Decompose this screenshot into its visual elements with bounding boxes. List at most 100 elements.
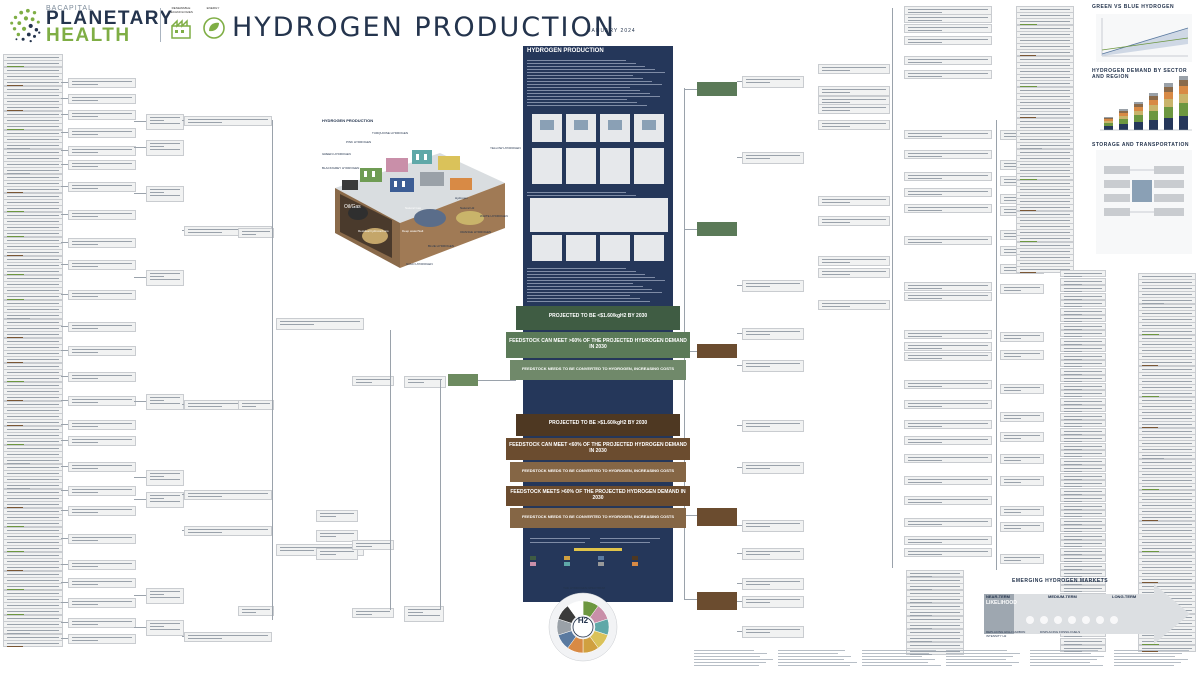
right-level4-box (904, 380, 992, 389)
term-long: LONG-TERM (1112, 594, 1137, 599)
right-level2-box (742, 578, 804, 590)
header-divider (160, 8, 161, 42)
energy-label: ENERGY (206, 6, 220, 10)
text-line (527, 72, 666, 73)
footnote-line (694, 653, 767, 654)
demand-bar-segment (1149, 100, 1158, 105)
right-mid-leaf-box (1060, 420, 1106, 427)
footnote-line (778, 665, 850, 666)
right-mid-leaf-box (1060, 367, 1106, 375)
right-level5-box (1000, 350, 1044, 360)
right-leaf-box (1138, 644, 1196, 652)
connector-line (61, 264, 68, 265)
text-line (527, 69, 656, 70)
demand-bar-segment (1119, 119, 1128, 124)
footnote-line (778, 656, 851, 657)
left-level5-box (238, 400, 274, 410)
process-diagram-2 (530, 198, 668, 232)
right-level2-box (742, 76, 804, 88)
left-level2-box (68, 560, 136, 570)
text-line (527, 280, 666, 281)
brand-line2: HEALTH (46, 25, 131, 46)
central-lower-text (527, 266, 668, 302)
right-mid-leaf-box (1060, 300, 1106, 307)
right-mid-leaf-box (1060, 585, 1106, 592)
demand-bar-segment (1119, 113, 1128, 116)
footnote-line (778, 662, 857, 663)
connector-line (61, 294, 68, 295)
demand-bar-segment (1164, 87, 1173, 92)
demand-bar-segment (1179, 86, 1188, 94)
central-title: HYDROGEN PRODUCTION (527, 48, 604, 54)
right-level4-box (904, 204, 992, 213)
process-diagram-1 (530, 112, 668, 186)
green-band-feedstock-headline: FEEDSTOCK CAN MEET >60% OF THE PROJECTED… (509, 338, 687, 350)
demand-bar-segment (1149, 111, 1158, 120)
right-mid-leaf-box (1060, 547, 1106, 555)
connector-line (134, 627, 146, 628)
footnote-line (862, 656, 922, 657)
footnote-line (862, 665, 941, 666)
left-level2-box (68, 322, 136, 332)
connector-line (737, 81, 742, 82)
right-mid-leaf-box (1060, 270, 1106, 277)
spectrum-slice (567, 600, 584, 618)
connector-line (61, 424, 68, 425)
right-level5-box (1000, 554, 1044, 564)
text-line (527, 66, 646, 67)
left-level3-box (146, 394, 184, 410)
label-black-grey: BLACK/GREY HYDROGEN (322, 166, 360, 170)
right-level4-box (904, 536, 992, 545)
right-mid-leaf-box (1060, 517, 1106, 525)
right-level4-box (904, 420, 992, 429)
demand-bar-segment (1134, 104, 1143, 107)
demand-bar-segment (1179, 94, 1188, 103)
right-level3-box (818, 64, 890, 74)
connector-line (892, 8, 893, 568)
left-level2-box (68, 78, 136, 88)
right-level4-box (904, 400, 992, 409)
footnote-line (946, 659, 1006, 660)
right-level4-box (904, 352, 992, 361)
label-pink: PINK HYDROGEN (346, 140, 372, 144)
text-line (527, 286, 643, 287)
right-mid-leaf-box (1060, 555, 1106, 562)
green-band-feedstock: FEEDSTOCK CAN MEET >60% OF THE PROJECTED… (506, 332, 690, 358)
left-level2-box (68, 290, 136, 300)
right-level4-box (904, 236, 992, 245)
connector-line (182, 494, 184, 495)
label-turquoise: TURQUOISE HYDROGEN (372, 131, 409, 135)
right-level4-box (904, 150, 992, 159)
demand-bar-segment (1164, 99, 1173, 107)
right-level3-box (818, 256, 890, 266)
right-level2-box (742, 462, 804, 474)
spectrum-symbol: H2 (577, 616, 589, 625)
brown-band-feedstock-2-headline: FEEDSTOCK MEETS >60% OF THE PROJECTED HY… (510, 489, 686, 501)
connector-line (61, 242, 68, 243)
right-mid-leaf-box (1060, 570, 1106, 577)
right-level2-box (742, 152, 804, 164)
demand-bar-segment (1164, 107, 1173, 118)
right-mid-leaf-box (1060, 382, 1106, 390)
demand-bar-segment (1179, 103, 1188, 116)
left-leaf-box (3, 639, 63, 647)
left-level2-box (68, 420, 136, 430)
connector-line (61, 150, 68, 151)
left-level2-box (68, 436, 136, 446)
left-level3-box (146, 588, 184, 604)
right-mid-leaf-box (1060, 405, 1106, 412)
brown-band-conversion-2: FEEDSTOCK NEEDS TO BE CONVERTED TO HYDRO… (510, 508, 686, 528)
right-level5-box (1000, 476, 1044, 486)
right-mid-leaf-box (1060, 412, 1106, 420)
text-line (527, 283, 633, 284)
footnote-line (1114, 656, 1175, 657)
text-line (527, 93, 650, 94)
mid-l3-box (404, 376, 446, 388)
connector-line (61, 582, 68, 583)
footnote-line (1030, 656, 1104, 657)
text-line (527, 295, 630, 296)
left-level5-box (238, 228, 274, 238)
connector-line (61, 602, 68, 603)
footnote-line (946, 656, 1013, 657)
connector-line (684, 515, 697, 516)
